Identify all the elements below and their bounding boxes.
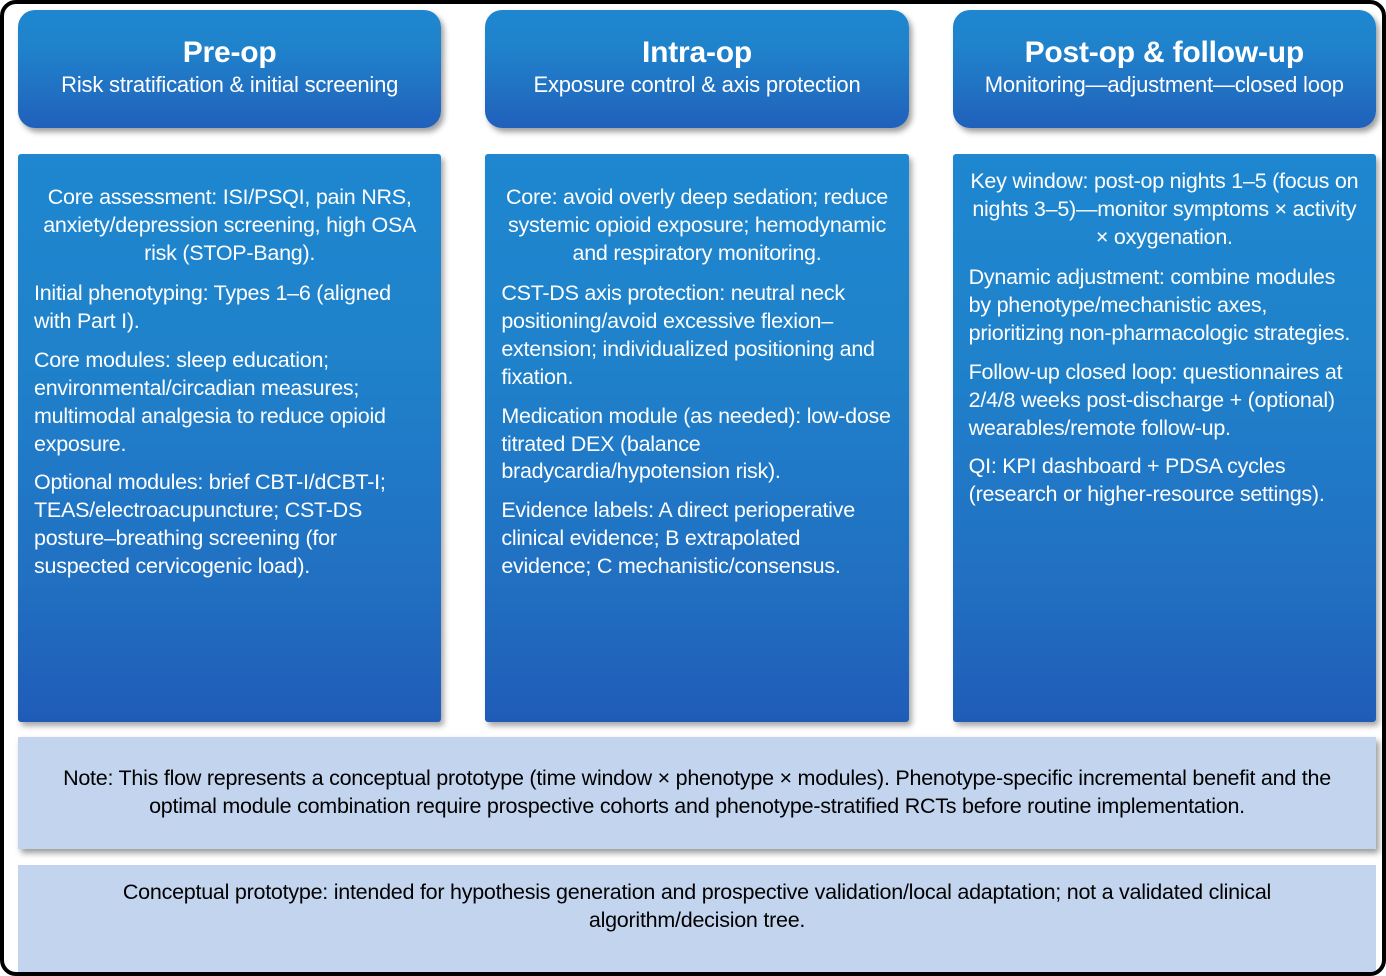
stage-paragraph: Dynamic adjustment: combine modules by p… [968,264,1351,345]
stage-paragraph: Core: avoid overly deep sedation; reduce… [505,185,888,265]
stage-paragraph: Follow-up closed loop: questionnaires at… [968,359,1343,440]
stage-subtitle-intra-op: Exposure control & axis protection [533,71,861,97]
stage-paragraph: Key window: post-op nights 1–5 (focus on… [970,169,1359,249]
stage-paragraph: Optional modules: brief CBT-I/dCBT-I; TE… [34,470,386,579]
note-box-primary: Note: This flow represents a conceptual … [18,737,1376,849]
stage-body-intra-op: Core: avoid overly deep sedation; reduce… [485,154,909,722]
stage-subtitle-pre-op: Risk stratification & initial screening [61,71,399,97]
note-secondary-text: Conceptual prototype: intended for hypot… [122,880,1272,932]
stage-column-intra-op: Intra-op Exposure control & axis protect… [485,10,909,722]
stage-paragraph: Core assessment: ISI/PSQI, pain NRS, anx… [43,185,417,265]
note-primary-text: Note: This flow represents a conceptual … [63,766,1331,818]
stage-body-post-op: Key window: post-op nights 1–5 (focus on… [952,154,1376,722]
stage-body-pre-op: Core assessment: ISI/PSQI, pain NRS, anx… [18,154,442,722]
stage-title-intra-op: Intra-op [641,36,753,70]
stage-columns: Pre-op Risk stratification & initial scr… [18,10,1376,722]
stage-header-pre-op[interactable]: Pre-op Risk stratification & initial scr… [18,10,442,128]
stage-paragraph: Initial phenotyping: Types 1–6 (aligned … [34,280,391,333]
stage-title-pre-op: Pre-op [182,36,277,70]
stage-paragraph: QI: KPI dashboard + PDSA cycles (researc… [968,454,1325,507]
stage-header-post-op[interactable]: Post-op & follow-up Monitoring—adjustmen… [952,10,1376,128]
stage-column-pre-op: Pre-op Risk stratification & initial scr… [18,10,442,722]
stage-paragraph: Medication module (as needed): low-dose … [501,403,891,484]
stage-paragraph: CST-DS axis protection: neutral neck pos… [501,280,875,389]
note-box-secondary: Conceptual prototype: intended for hypot… [18,865,1376,972]
stage-paragraph: Evidence labels: A direct perioperative … [501,498,855,579]
stage-column-post-op: Post-op & follow-up Monitoring—adjustmen… [952,10,1376,722]
stage-title-post-op: Post-op & follow-up [1024,36,1305,70]
stage-paragraph: Core modules: sleep education; environme… [34,347,386,456]
stage-header-intra-op[interactable]: Intra-op Exposure control & axis protect… [485,10,909,128]
stage-subtitle-post-op: Monitoring—adjustment—closed loop [984,71,1344,97]
